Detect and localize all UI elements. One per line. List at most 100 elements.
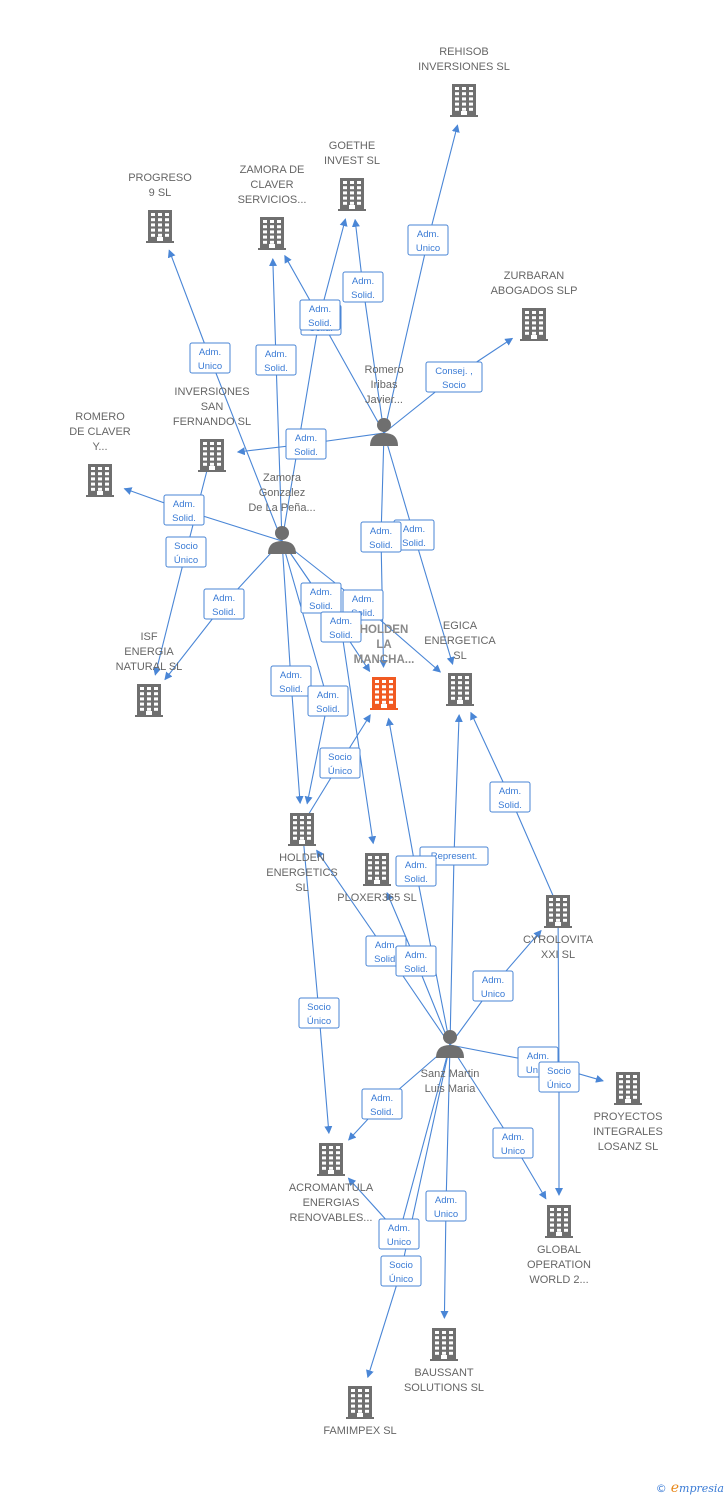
- node-label: Zamora: [263, 472, 302, 484]
- building-icon: [258, 217, 286, 250]
- edge-role-label[interactable]: Adm.Solid.: [342, 271, 384, 303]
- edge-role-text: Único: [547, 1080, 571, 1091]
- edge-role-text: Unico: [501, 1146, 525, 1157]
- footer-brand[interactable]: ©empresia: [656, 1480, 724, 1496]
- edge-role-text: Solid.: [370, 1107, 394, 1118]
- edge-role-label[interactable]: Adm.Solid.: [361, 1088, 403, 1120]
- node-label: ENERGETICA: [424, 635, 496, 647]
- edge-role-label[interactable]: Adm.Solid.: [395, 855, 437, 887]
- edge-role-label[interactable]: Adm.Unico: [425, 1190, 467, 1222]
- building-icon: [544, 895, 572, 928]
- edge-role-text: Adm.: [435, 1195, 457, 1206]
- edge-role-text: Solid.: [369, 540, 393, 551]
- edge-role-text: Solid.: [404, 874, 428, 885]
- edge-role-text: Adm.: [375, 940, 397, 951]
- edge-role-label[interactable]: Adm.Solid.: [270, 665, 312, 697]
- node-label: ZAMORA DE: [240, 164, 305, 176]
- node-label: ISF: [140, 631, 157, 643]
- node-label: CYROLOVITA: [523, 934, 594, 946]
- node-label: Gonzalez: [259, 487, 305, 499]
- node-label: ENERGIA: [124, 646, 174, 658]
- edge-role-text: Adm.: [295, 433, 317, 444]
- edge-role-label[interactable]: Adm.Solid.: [163, 494, 205, 526]
- node-label: FAMIMPEX SL: [323, 1425, 396, 1437]
- company-node-holden_mancha[interactable]: HOLDENLAMANCHA...: [354, 624, 415, 710]
- node-label: SAN: [201, 401, 224, 413]
- node-label: 9 SL: [149, 187, 172, 199]
- node-label: INVEST SL: [324, 155, 380, 167]
- node-label: INVERSIONES SL: [418, 61, 510, 73]
- building-icon: [198, 439, 226, 472]
- person-node-romero[interactable]: RomeroIribasJavier...: [364, 364, 404, 446]
- edge-role-label[interactable]: Adm.Solid.: [360, 521, 402, 553]
- edge-role-text: Solid.: [316, 704, 340, 715]
- edge-role-label[interactable]: Adm.Unico: [492, 1127, 534, 1159]
- building-icon: [288, 813, 316, 846]
- edge-role-text: Consej. ,: [435, 366, 473, 377]
- company-node-zamora_claver[interactable]: ZAMORA DECLAVERSERVICIOS...: [238, 164, 307, 250]
- edge-role-label[interactable]: Adm.Solid.: [307, 685, 349, 717]
- edge-role-label[interactable]: Adm.Solid.: [299, 299, 341, 331]
- node-label: Y...: [92, 441, 107, 453]
- building-icon: [520, 308, 548, 341]
- edge-role-label[interactable]: Adm.Unico: [189, 342, 231, 374]
- edge-role-label[interactable]: Adm.Solid.: [285, 428, 327, 460]
- node-label: GLOBAL: [537, 1244, 581, 1256]
- edge-role-text: Adm.: [173, 499, 195, 510]
- edge-role-label[interactable]: Adm.Unico: [472, 970, 514, 1002]
- node-label: ABOGADOS SLP: [491, 285, 578, 297]
- node-label: Romero: [364, 364, 403, 376]
- node-label: OPERATION: [527, 1259, 591, 1271]
- edge-role-label[interactable]: Adm.Solid.: [489, 781, 531, 813]
- edge-role-text: Adm.: [280, 670, 302, 681]
- edge-role-text: Solid.: [404, 964, 428, 975]
- building-icon: [446, 673, 474, 706]
- building-icon: [545, 1205, 573, 1238]
- edge-role-label[interactable]: Adm.Solid.: [395, 945, 437, 977]
- person-icon: [370, 418, 398, 446]
- edge-role-label[interactable]: Adm.Solid.: [203, 588, 245, 620]
- edge-role-text: Socio: [174, 541, 198, 552]
- building-icon: [317, 1143, 345, 1176]
- company-node-famimpex[interactable]: FAMIMPEX SL: [323, 1386, 397, 1437]
- building-icon: [135, 684, 163, 717]
- edge-role-text: Adm.: [352, 594, 374, 605]
- company-node-ploxer[interactable]: PLOXER365 SL: [337, 853, 417, 904]
- building-icon: [146, 210, 174, 243]
- node-label: Javier...: [365, 394, 403, 406]
- company-node-acromantula[interactable]: ACROMANTULAENERGIASRENOVABLES...: [289, 1143, 374, 1224]
- edge-role-label[interactable]: Adm.Solid.: [393, 519, 435, 551]
- edge-role-label[interactable]: Adm.Solid.: [320, 611, 362, 643]
- edge-role-text: Adm.: [403, 524, 425, 535]
- edge-role-text: Unico: [416, 243, 440, 254]
- edge-role-label[interactable]: Adm.Unico: [378, 1218, 420, 1250]
- edge-role-label[interactable]: Adm.Solid.: [300, 582, 342, 614]
- edge-role-text: Solid.: [351, 290, 375, 301]
- edge-role-label[interactable]: Consej. ,Socio: [425, 361, 483, 393]
- building-icon: [430, 1328, 458, 1361]
- edge-role-label[interactable]: Adm.Solid.: [255, 344, 297, 376]
- edge-role-text: Represent.: [431, 851, 477, 862]
- node-label: ENERGETICS: [266, 867, 338, 879]
- edge-role-label[interactable]: Adm.Unico: [407, 224, 449, 256]
